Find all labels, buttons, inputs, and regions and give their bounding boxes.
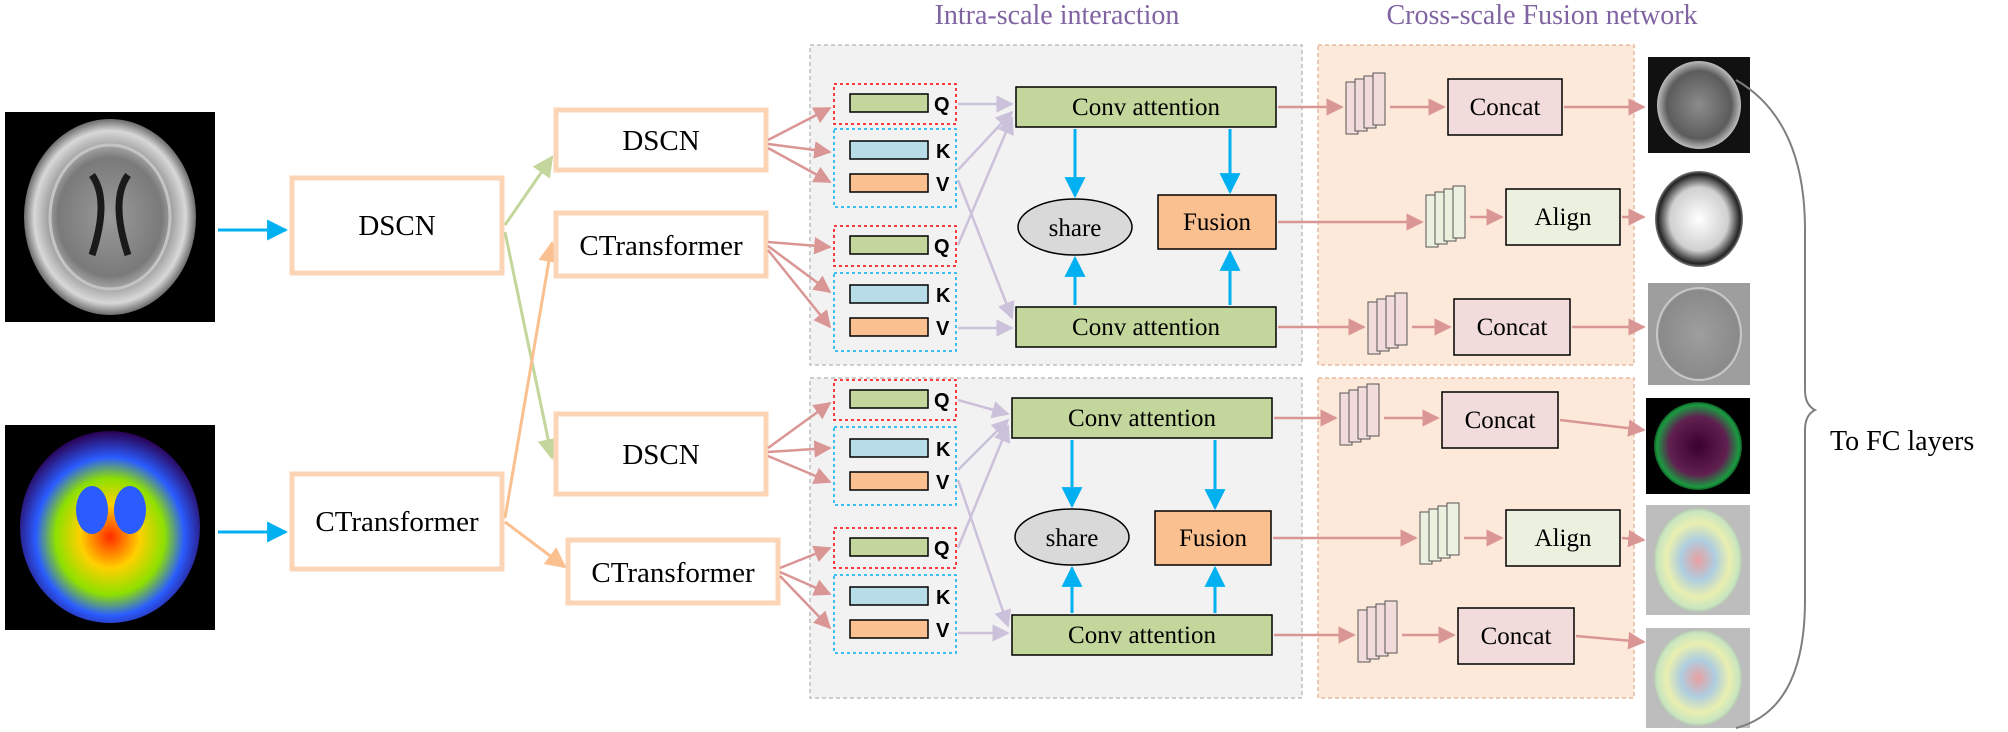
svg-text:DSCN: DSCN	[358, 210, 435, 242]
svg-text:Conv attention: Conv attention	[1072, 314, 1220, 341]
cross-scale-feed-arrows	[1273, 98, 1424, 644]
svg-text:Conv attention: Conv attention	[1072, 94, 1220, 121]
svg-text:V: V	[936, 620, 950, 642]
arrow-dscn-to-dscn-lower	[503, 231, 559, 461]
output-image-3	[1648, 283, 1750, 385]
output-image-2	[1648, 168, 1750, 270]
svg-text:Concat: Concat	[1477, 314, 1548, 341]
qkv-feed-arrows	[767, 106, 832, 630]
output-image-4	[1646, 398, 1750, 494]
mri-input-image	[5, 112, 215, 322]
stage1-dscn-box: DSCN	[289, 175, 505, 276]
align-box-1: Align	[1505, 188, 1621, 246]
svg-text:DSCN: DSCN	[622, 125, 699, 157]
svg-text:Fusion: Fusion	[1179, 525, 1248, 552]
svg-text:Fusion: Fusion	[1183, 209, 1252, 236]
feature-stack-4	[1339, 383, 1380, 446]
svg-text:share: share	[1049, 215, 1102, 242]
feature-stack-6	[1357, 600, 1398, 663]
svg-text:Q: Q	[934, 538, 950, 560]
svg-text:Concat: Concat	[1470, 94, 1541, 121]
stage1-ctransformer-box: CTransformer	[289, 471, 505, 572]
stack-to-op-arrows	[1384, 98, 1504, 644]
feature-stack-2	[1425, 185, 1466, 248]
svg-text:K: K	[936, 587, 951, 609]
conv-attention-box-3: Conv attention	[1011, 397, 1273, 439]
output-image-6	[1646, 628, 1750, 728]
stage2-dscn-box-1: DSCN	[553, 107, 769, 173]
feature-stack-5	[1419, 502, 1460, 565]
qkv-group-3: Q K V	[833, 379, 957, 506]
concat-box-1: Concat	[1447, 78, 1563, 136]
attention-input-arrows	[956, 95, 1015, 642]
stage2-ctransformer-box-2: CTransformer	[565, 537, 781, 606]
arrow-ctransformer-to-ctransformer-upper	[503, 240, 560, 519]
svg-text:V: V	[936, 318, 950, 340]
svg-text:share: share	[1046, 525, 1099, 552]
svg-text:V: V	[936, 472, 950, 494]
fusion-box-1: Fusion	[1157, 194, 1277, 250]
svg-text:K: K	[936, 439, 951, 461]
arrow-ctransformer-to-ctransformer-lower	[504, 520, 567, 569]
align-box-2: Align	[1505, 509, 1621, 567]
svg-text:Q: Q	[934, 390, 950, 412]
output-image-5	[1646, 505, 1750, 615]
fusion-box-2: Fusion	[1154, 510, 1272, 566]
svg-text:Q: Q	[934, 94, 950, 116]
svg-text:Concat: Concat	[1465, 407, 1536, 434]
conv-attention-box-4: Conv attention	[1011, 614, 1273, 656]
output-brace	[1735, 79, 1818, 729]
to-fc-layers-label: To FC layers	[1830, 426, 1974, 457]
svg-text:CTransformer: CTransformer	[579, 230, 743, 262]
feature-stack-1	[1345, 72, 1386, 135]
qkv-group-2: Q K V	[833, 225, 957, 352]
svg-text:K: K	[936, 141, 951, 163]
pet-input-image	[5, 425, 215, 630]
feature-stack-3	[1367, 292, 1408, 355]
stage2-dscn-box-2: DSCN	[553, 411, 769, 497]
svg-text:Q: Q	[934, 236, 950, 258]
svg-text:Conv attention: Conv attention	[1068, 405, 1216, 432]
concat-box-3: Concat	[1441, 391, 1559, 449]
internal-blue-arrows	[1061, 129, 1241, 613]
conv-attention-box-1: Conv attention	[1015, 86, 1277, 128]
svg-text:Concat: Concat	[1481, 623, 1552, 650]
conv-attention-box-2: Conv attention	[1015, 306, 1277, 348]
concat-box-4: Concat	[1457, 607, 1575, 665]
share-node-2: share	[1014, 508, 1130, 566]
svg-text:Align: Align	[1535, 204, 1592, 231]
qkv-group-1: Q K V	[833, 83, 957, 208]
svg-text:Conv attention: Conv attention	[1068, 622, 1216, 649]
cross-scale-title: Cross-scale Fusion network	[1386, 0, 1697, 31]
output-image-1	[1648, 57, 1750, 153]
svg-text:V: V	[936, 174, 950, 196]
qkv-group-4: Q K V	[833, 527, 957, 654]
svg-text:DSCN: DSCN	[622, 439, 699, 471]
share-node-1: share	[1017, 198, 1133, 256]
stage2-ctransformer-box-1: CTransformer	[553, 210, 769, 279]
svg-text:Align: Align	[1535, 525, 1592, 552]
svg-text:CTransformer: CTransformer	[591, 557, 755, 589]
concat-box-2: Concat	[1453, 298, 1571, 356]
svg-text:CTransformer: CTransformer	[315, 506, 479, 538]
svg-text:K: K	[936, 285, 951, 307]
op-to-output-arrows	[1559, 98, 1646, 650]
arrow-dscn-to-dscn	[503, 155, 554, 226]
intra-scale-title: Intra-scale interaction	[935, 0, 1180, 31]
